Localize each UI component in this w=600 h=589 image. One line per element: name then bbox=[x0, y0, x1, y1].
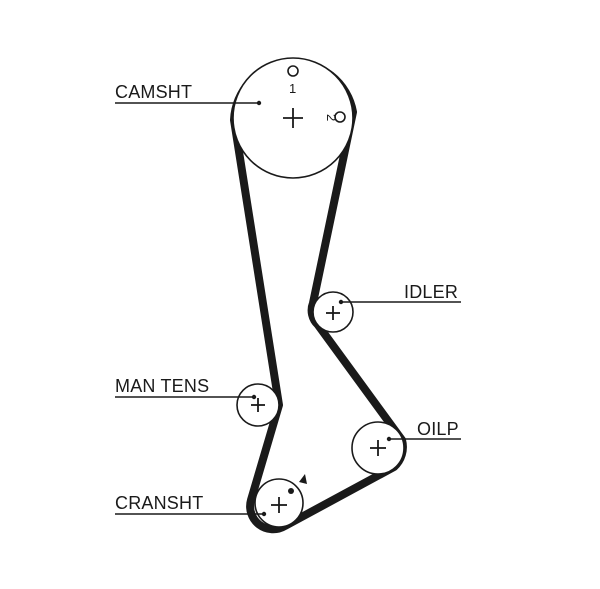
timing-mark-2: 2 bbox=[324, 114, 339, 121]
idler-label: IDLER bbox=[404, 282, 458, 302]
idler-leader-dot bbox=[338, 299, 344, 305]
idler-pulley bbox=[312, 291, 354, 333]
oil-pump-leader-dot bbox=[386, 436, 392, 442]
oil-pump-pulley bbox=[351, 421, 405, 475]
timing-mark-2-circle bbox=[334, 111, 346, 123]
oil-pump-label: OILP bbox=[417, 419, 459, 439]
camshaft-pulley: 1 2 bbox=[232, 57, 354, 179]
manual-tensioner-label: MAN TENS bbox=[115, 376, 209, 396]
crankshaft-leader-dot bbox=[261, 511, 267, 517]
crank-timing-dot bbox=[288, 488, 294, 494]
camshaft-leader-dot bbox=[256, 100, 262, 106]
crank-timing-arrow-icon bbox=[299, 474, 307, 484]
timing-mark-1-circle bbox=[287, 65, 299, 77]
crankshaft-label: CRANSHT bbox=[115, 493, 203, 513]
crankshaft-pulley bbox=[254, 474, 307, 528]
timing-mark-1: 1 bbox=[289, 81, 296, 96]
manual-tensioner-pulley bbox=[236, 383, 280, 427]
manual-tensioner-leader-dot bbox=[251, 394, 257, 400]
camshaft-label: CAMSHT bbox=[115, 82, 192, 102]
